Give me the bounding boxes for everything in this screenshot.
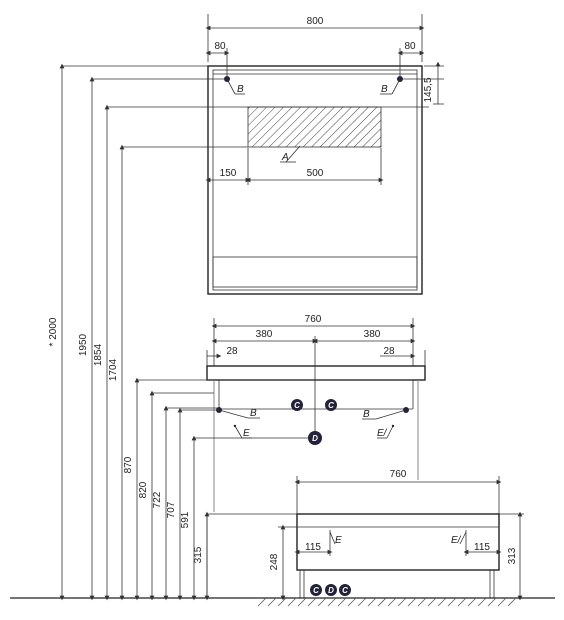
dim-1854: 1854 — [93, 343, 104, 366]
dim-28-left: 28 — [226, 346, 238, 357]
label-E-base-left: E — [335, 535, 342, 546]
dim-591: 591 — [180, 511, 191, 528]
dim-760-cabinet: 760 — [305, 314, 322, 325]
dim-145-5: 145,5 — [423, 77, 434, 102]
label-B-mirror-left: B — [237, 84, 244, 95]
dim-380-right: 380 — [364, 329, 381, 340]
dim-500: 500 — [307, 168, 324, 179]
dim-870: 870 — [123, 456, 134, 473]
dim-80-right: 80 — [404, 41, 416, 52]
floor-group — [10, 597, 555, 607]
dim-707: 707 — [166, 501, 177, 518]
dim-315: 315 — [193, 546, 204, 563]
hatch-area-A — [247, 106, 382, 148]
dim-760-base: 760 — [390, 469, 407, 480]
svg-text:D: D — [312, 434, 318, 443]
svg-text:C: C — [313, 586, 319, 595]
dim-150: 150 — [220, 168, 237, 179]
floor-marker-C-2 — [339, 584, 351, 596]
floor-marker-D — [325, 584, 337, 596]
marker-C-2 — [325, 399, 337, 411]
label-A: A — [281, 152, 289, 163]
countertop — [206, 365, 426, 381]
dim-248: 248 — [269, 553, 280, 570]
dim-28-right: 28 — [383, 346, 395, 357]
label-E-base-right: E/ — [451, 535, 462, 546]
dim-800: 800 — [307, 16, 324, 27]
svg-text:C: C — [342, 586, 348, 595]
dim-722: 722 — [152, 491, 163, 508]
mirror-group: 800 80 80 145,5 B B A 150 500 — [205, 14, 444, 295]
marker-D — [308, 431, 322, 445]
floor-marker-C-1 — [310, 584, 322, 596]
label-E-cab-right: E/ — [377, 428, 388, 439]
marker-C-1 — [291, 399, 303, 411]
label-B-cab-left: B — [250, 408, 257, 419]
dim-115-left: 115 — [305, 542, 321, 553]
dim-1704: 1704 — [108, 358, 119, 381]
label-E-cab-left: E — [243, 428, 250, 439]
dim-820: 820 — [138, 481, 149, 498]
dim-313: 313 — [507, 547, 518, 564]
svg-text:C: C — [294, 401, 300, 410]
dim-380-left: 380 — [256, 329, 273, 340]
dim-115-right: 115 — [474, 542, 490, 553]
base-group: 760 115 115 E E/ 313 248 C D C — [206, 469, 524, 601]
cabinet-group: 760 380 380 28 28 B B E E/ C C — [206, 314, 426, 512]
base-body — [296, 513, 500, 571]
dim-80-left: 80 — [214, 41, 226, 52]
svg-text:D: D — [328, 586, 334, 595]
floor-hatch — [257, 597, 517, 607]
height-dimensions: * 2000 1950 1854 1704 870 820 722 707 59 — [48, 63, 429, 601]
label-B-cab-right: B — [363, 409, 370, 420]
dim-1950: 1950 — [78, 333, 89, 356]
svg-text:C: C — [328, 401, 334, 410]
dim-2000: * 2000 — [48, 317, 59, 346]
label-B-mirror-right: B — [381, 84, 388, 95]
mirror-bottom-shelf — [212, 256, 418, 288]
